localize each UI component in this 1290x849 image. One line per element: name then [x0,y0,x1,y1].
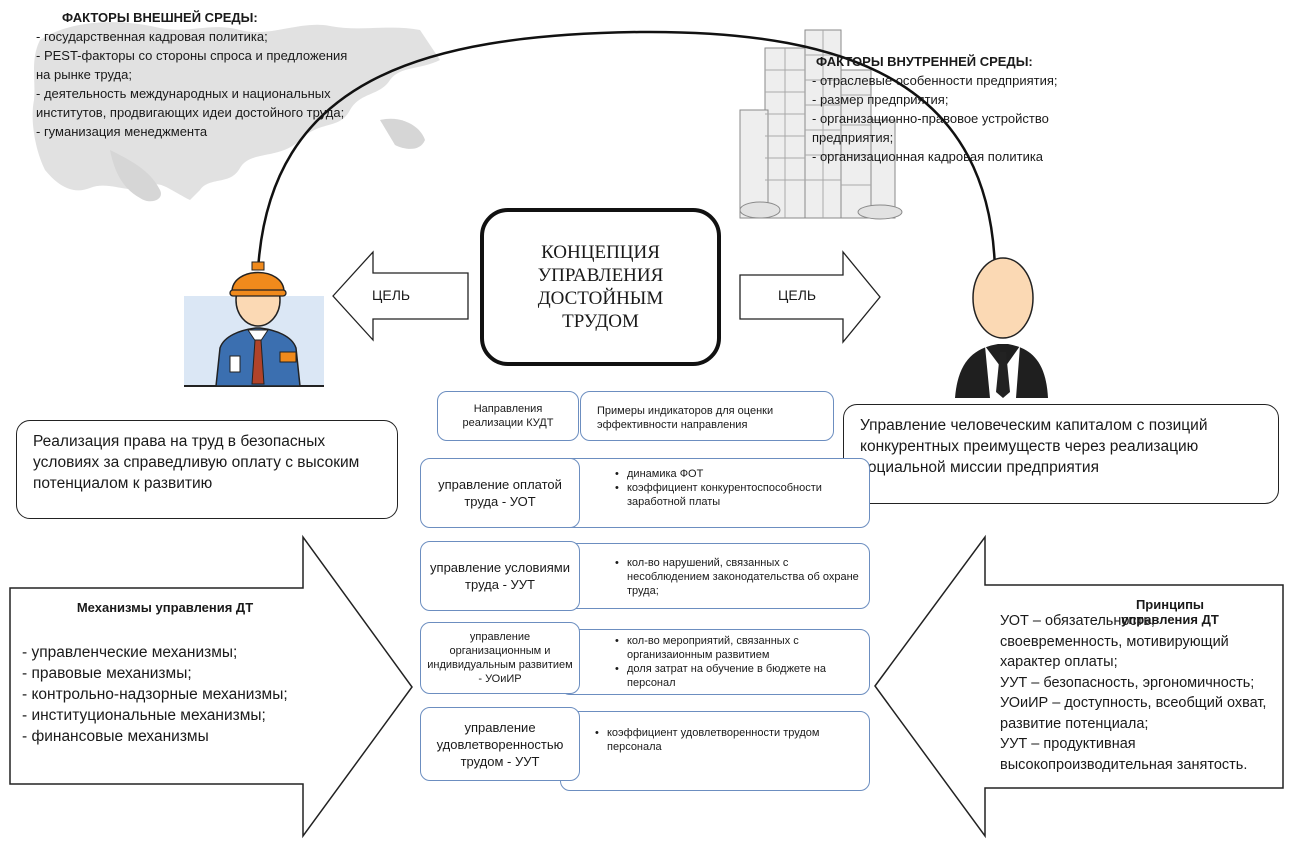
concept-line: ДОСТОЙНЫМ [537,288,664,309]
principle-line: УУТ – продуктивная [1000,736,1136,752]
internal-factors-title: ФАКТОРЫ ВНУТРЕННЕЙ СРЕДЫ: [816,54,1033,69]
worker-hardhat-icon [184,261,324,387]
table-header-directions: Направления реализации КУДТ [437,391,579,441]
mechanism-item: - контрольно-надзорные механизмы; [22,686,288,703]
city-buildings-icon [739,29,903,220]
external-factors-list: - государственная кадровая политика; - P… [36,27,476,141]
external-factors-title: ФАКТОРЫ ВНЕШНЕЙ СРЕДЫ: [62,10,258,25]
table-row-indicators: •кол-во нарушений, связанных с несоблюде… [560,543,870,609]
internal-factor-line: - организационная кадровая политика [812,149,1044,164]
right-goal-arrow [739,250,881,344]
principle-line: высокопроизводительная занятость. [1000,756,1248,773]
mechanism-item: - управленческие механизмы; [22,644,238,661]
concept-box: КОНЦЕПЦИЯ УПРАВЛЕНИЯ ДОСТОЙНЫМ ТРУДОМ [480,208,721,366]
internal-factor-line: - размер предприятия; [812,92,949,107]
right-goal-label: ЦЕЛЬ [778,287,817,303]
mechanism-item: - правовые механизмы; [22,665,192,682]
external-factor-line: институтов, продвигающих идеи достойного… [36,105,345,120]
world-map-icon [32,22,441,202]
principle-line: УУТ – безопасность, эргономичность; [1000,674,1255,691]
principle-line: своевременность, мотивирующий [1000,633,1229,650]
mechanisms-list: - управленческие механизмы; - правовые м… [22,642,342,747]
internal-factors: ФАКТОРЫ ВНУТРЕННЕЙ СРЕДЫ: [816,52,1196,71]
table-row-direction: управление удовлетворенностью трудом - У… [420,707,580,781]
table-header-indicators: Примеры индикаторов для оценки эффективн… [580,391,834,441]
external-factor-line: - гуманизация менеджмента [36,124,208,139]
principle-line: УОТ – обязательность, [1000,613,1155,629]
worker-goal-text: Реализация права на труд в безопасных ус… [33,433,360,492]
external-factors: ФАКТОРЫ ВНЕШНЕЙ СРЕДЫ: [62,8,482,27]
mechanism-item: - институциональные механизмы; [22,707,266,724]
mechanism-item: - финансовые механизмы [22,728,209,745]
external-factor-line: - государственная кадровая политика; [36,29,268,44]
principles-title: Принципы управления ДТ [1121,597,1219,627]
mechanisms-title: Механизмы управления ДТ [76,600,254,615]
principles-list: УОТ – обязательность, своевременность, м… [1000,611,1282,775]
businessman-icon [955,257,1048,398]
left-goal-arrow [332,250,469,342]
table-row-direction: управление организационным и индивидуаль… [420,622,580,694]
concept-line: КОНЦЕПЦИЯ [541,242,660,263]
table-row-indicators: •коэффициент удовлетворенности трудом пе… [560,711,870,791]
internal-factor-line: - отраслевые особенности предприятия; [812,73,1058,88]
principles-arrow [874,534,1284,839]
worker-goal-box: Реализация права на труд в безопасных ус… [16,420,398,519]
manager-goal-box: Управление человеческим капиталом с пози… [843,404,1279,504]
internal-factor-line: предприятия; [812,130,894,145]
principle-line: характер оплаты; [1000,654,1118,670]
manager-goal-text: Управление человеческим капиталом с пози… [860,417,1208,476]
internal-factors-list: - отраслевые особенности предприятия; - … [812,71,1192,166]
concept-line: ТРУДОМ [562,311,639,332]
mechanisms-arrow [9,534,413,839]
principle-line: развитие потенциала; [1000,715,1149,732]
concept-line: УПРАВЛЕНИЯ [537,265,664,286]
internal-factor-line: - организационно-правовое устройство [812,111,1049,126]
external-factor-line: - PEST-факторы со стороны спроса и предл… [36,48,348,63]
connecting-arc [256,30,997,271]
external-factor-line: на рынке труда; [36,67,132,82]
table-row-indicators: •кол-во мероприятий, связанных с организ… [560,629,870,695]
principle-line: УОиИР – доступность, всеобщий охват, [1000,695,1267,711]
table-row-indicators: •динамика ФОТ •коэффициент конкурентоспо… [560,458,870,528]
external-factor-line: - деятельность международных и националь… [36,86,331,101]
table-row-direction: управление условиями труда - УУТ [420,541,580,611]
left-goal-label: ЦЕЛЬ [372,287,411,303]
table-row-direction: управление оплатой труда - УОТ [420,458,580,528]
